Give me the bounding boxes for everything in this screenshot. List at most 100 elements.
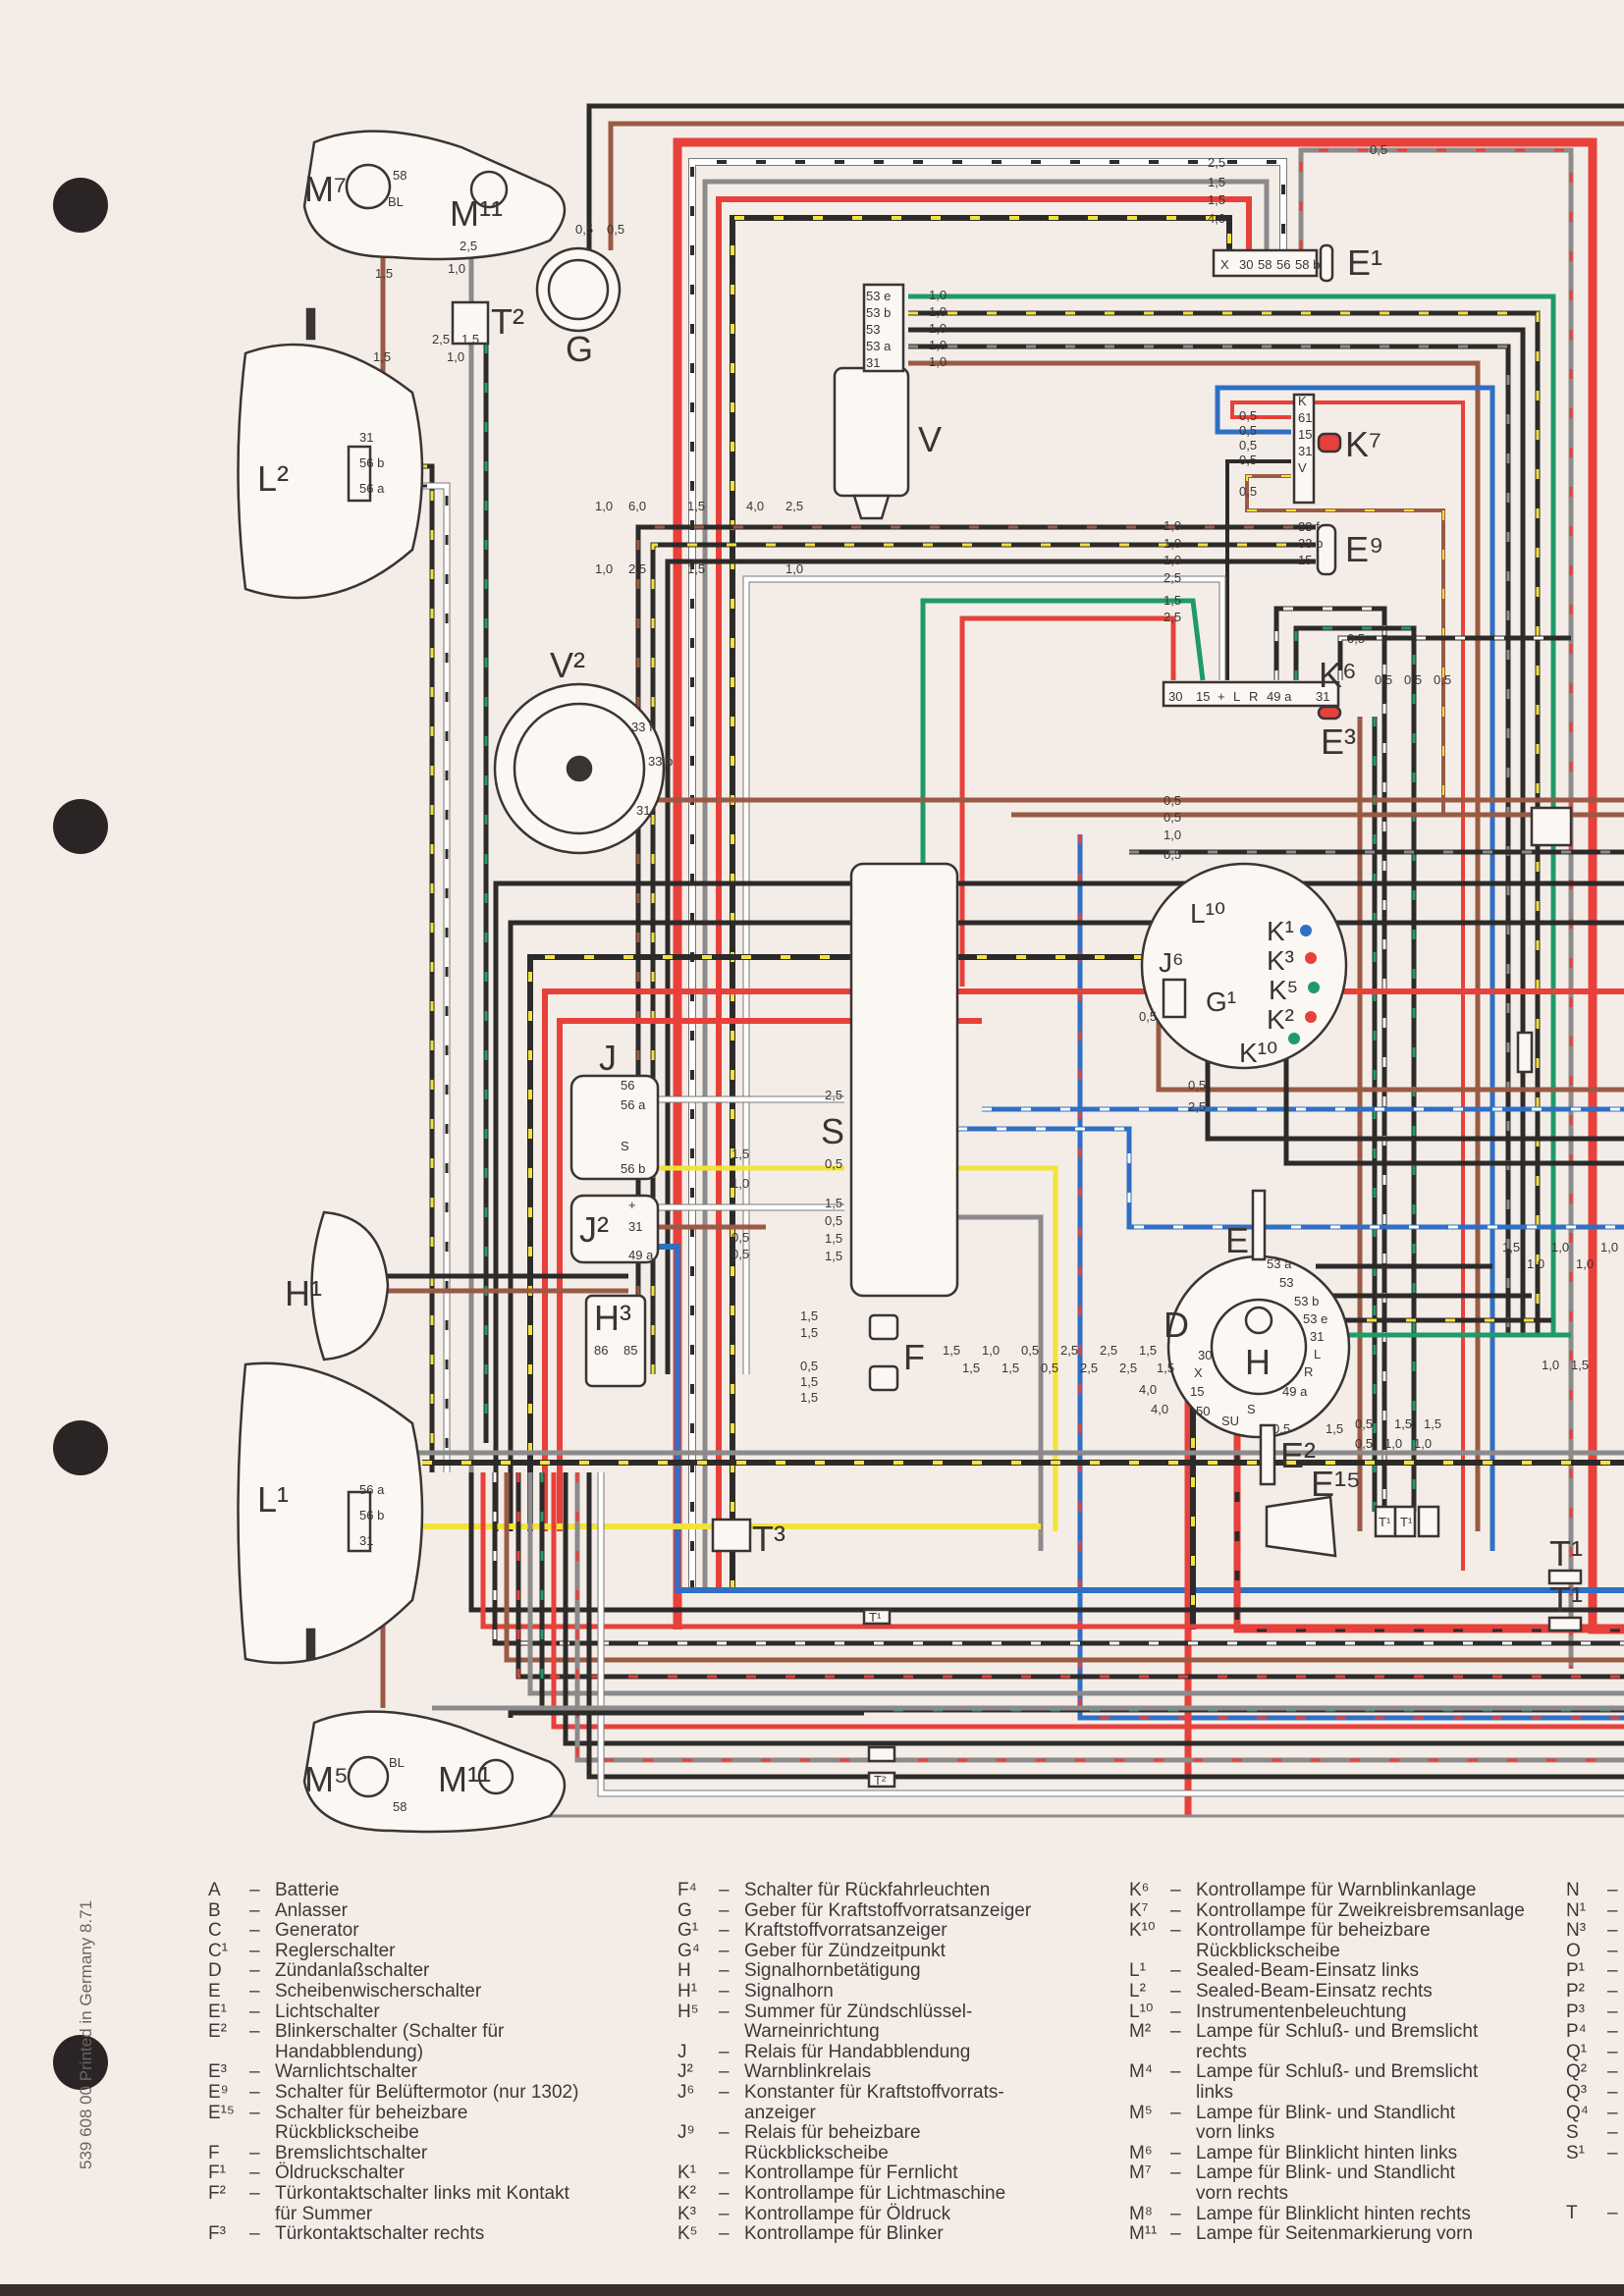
legend-text: Signalhorn [744, 1980, 834, 2002]
wire [908, 327, 1526, 1335]
legend-text: Lampe für Schluß- und Bremslicht [1196, 2061, 1479, 2083]
wire-gauge-label: 2,5 [1119, 1361, 1137, 1375]
connector-t3 [711, 1518, 752, 1553]
legend-text: Lampe für Blink- und Standlicht [1196, 2163, 1456, 2184]
legend-text: Schalter für Rückfahrleuchten [744, 1880, 991, 1900]
label-j2: J² [579, 1209, 609, 1250]
wire [527, 954, 1276, 1531]
legend-text-continued: Rückblickscheibe [1196, 1940, 1340, 1961]
legend-text: Kontrollampe für Blinker [744, 2223, 944, 2245]
page-edge [0, 2284, 1624, 2296]
wire-gauge-label: 0,5 [1355, 1436, 1373, 1451]
wire [1230, 400, 1465, 1571]
wire-gauge-label: 1,5 [800, 1308, 818, 1323]
pin-label-j: 56 a [621, 1097, 646, 1112]
wire [743, 576, 1225, 1374]
legend-text: Lichtschalter [275, 2001, 380, 2022]
pin-label-v: 53 e [866, 289, 891, 303]
legend-text: Sealed-Beam-Einsatz links [1196, 1960, 1420, 1982]
legend-entry: J²–Warnblinkrelais [677, 2062, 1031, 2083]
wire-stripe [1246, 475, 1444, 815]
legend-dash: – [249, 1940, 260, 1961]
legend-text: Kontrollampe für beheizbare [1196, 1920, 1431, 1942]
legend-code: D [208, 1960, 222, 1982]
wire-gauge-label: 1,0 [1164, 536, 1181, 551]
label-k3: K³ [1267, 945, 1294, 976]
wire [957, 1214, 1044, 1551]
legend-code: P² [1566, 1980, 1585, 2002]
legend-entry: G¹–Kraftstoffvorratsanzeiger [677, 1921, 1031, 1942]
legend-code: E¹ [208, 2001, 227, 2022]
legend-dash: – [719, 1899, 730, 1921]
label-v: V [918, 419, 942, 459]
legend-entry: E³–Warnlichtschalter [208, 2062, 578, 2083]
pin-label-e1: 58 [1258, 257, 1272, 272]
pin-label-l1: 56 a [359, 1482, 385, 1497]
wire-gauge-label: 1,0 [1527, 1256, 1544, 1271]
legend-dash: – [1607, 1920, 1618, 1942]
label-k7: K⁷ [1345, 424, 1381, 464]
wire-gauge-label: 1,0 [595, 561, 613, 576]
legend-text: Anlasser [275, 1899, 348, 1921]
pin-label-e: 53 b [1294, 1294, 1319, 1308]
k2-lamp [1305, 1011, 1317, 1023]
label-m11-top: M¹¹ [450, 193, 503, 234]
legend-entry: M⁸–Lampe für Blinklicht hinten rechts [1129, 2203, 1525, 2225]
wire [658, 1244, 1624, 1593]
wire-gauge-label: 1,5 [800, 1390, 818, 1405]
legend-text: Warnlichtschalter [275, 2061, 418, 2083]
label-m11-bottom: M¹¹ [438, 1759, 491, 1799]
legend-entry: M⁵–Lampe für Blink- und Standlicht [1129, 2103, 1525, 2124]
label-e15: E¹⁵ [1311, 1464, 1361, 1504]
wire [378, 482, 451, 1472]
bulb-icon [347, 1755, 390, 1798]
wire [586, 1472, 1624, 1780]
wire-gauge-label: 0,5 [1370, 142, 1387, 157]
print-code: 539 608 00 Printed in Germany 8.71 [77, 1899, 95, 2169]
wire-gauge-label: 2,5 [1208, 155, 1225, 170]
wiper-motor-v [833, 366, 910, 498]
legend-entry: Q³– [1566, 2081, 1624, 2104]
legend-code: M² [1129, 2021, 1152, 2043]
connector-t1 [1417, 1505, 1440, 1538]
legend-dash: – [249, 2021, 260, 2043]
wire-gauge-label: 0,5 [1139, 1009, 1157, 1024]
pin-label-j: 56 b [621, 1161, 645, 1176]
pin-label-j: S [621, 1139, 629, 1153]
legend-text: Geber für Kraftstoffvorratsanzeiger [744, 1899, 1032, 1921]
fuse-box-s [849, 862, 959, 1298]
wire [908, 310, 1541, 1335]
legend-dash: – [249, 2182, 260, 2204]
legend-code: P¹ [1566, 1960, 1585, 1982]
legend-dash: – [719, 2163, 730, 2184]
legend-text: Lampe für Blinklicht hinten rechts [1196, 2203, 1471, 2224]
legend-dash: – [1607, 1899, 1618, 1921]
pin-label-e: SU [1221, 1414, 1239, 1428]
label-h1: H¹ [285, 1273, 322, 1313]
legend-code: Q³ [1566, 2081, 1588, 2103]
wire-stripe [690, 160, 1285, 1590]
legend-code: H [677, 1960, 691, 1982]
label-d: D [1164, 1305, 1189, 1345]
wire [908, 344, 1511, 1335]
legend-entry: J⁹–Relais für beheizbare [677, 2123, 1031, 2144]
pin-label-e: 53 [1279, 1275, 1293, 1290]
wiper-motor-v-base [852, 494, 891, 520]
wire-gauge-label: 0,5 [731, 1247, 749, 1261]
pin-label-l1: 56 b [359, 1508, 384, 1522]
legend-dash: – [719, 2223, 730, 2245]
wire-gauge-label: 1,0 [929, 354, 947, 369]
wire-gauge-label: 1,5 [1001, 1361, 1019, 1375]
legend-code: K² [677, 2182, 696, 2204]
wire-gauge-label: 2,5 [1164, 610, 1181, 624]
legend-text: Kontrollampe für Öldruck [744, 2203, 951, 2224]
wire-stripe [1338, 636, 1571, 680]
turn-signal-lever-e2 [1259, 1423, 1276, 1486]
wire-gauge-label: 1,5 [962, 1361, 980, 1375]
wire-gauge-label: 0,5 [1041, 1361, 1058, 1375]
rear-defrost-switch-e15 [1265, 1495, 1337, 1558]
legend-code: C¹ [208, 1940, 229, 1961]
wire-gauge-label: 2,5 [628, 561, 646, 576]
legend-code: K³ [677, 2203, 696, 2224]
